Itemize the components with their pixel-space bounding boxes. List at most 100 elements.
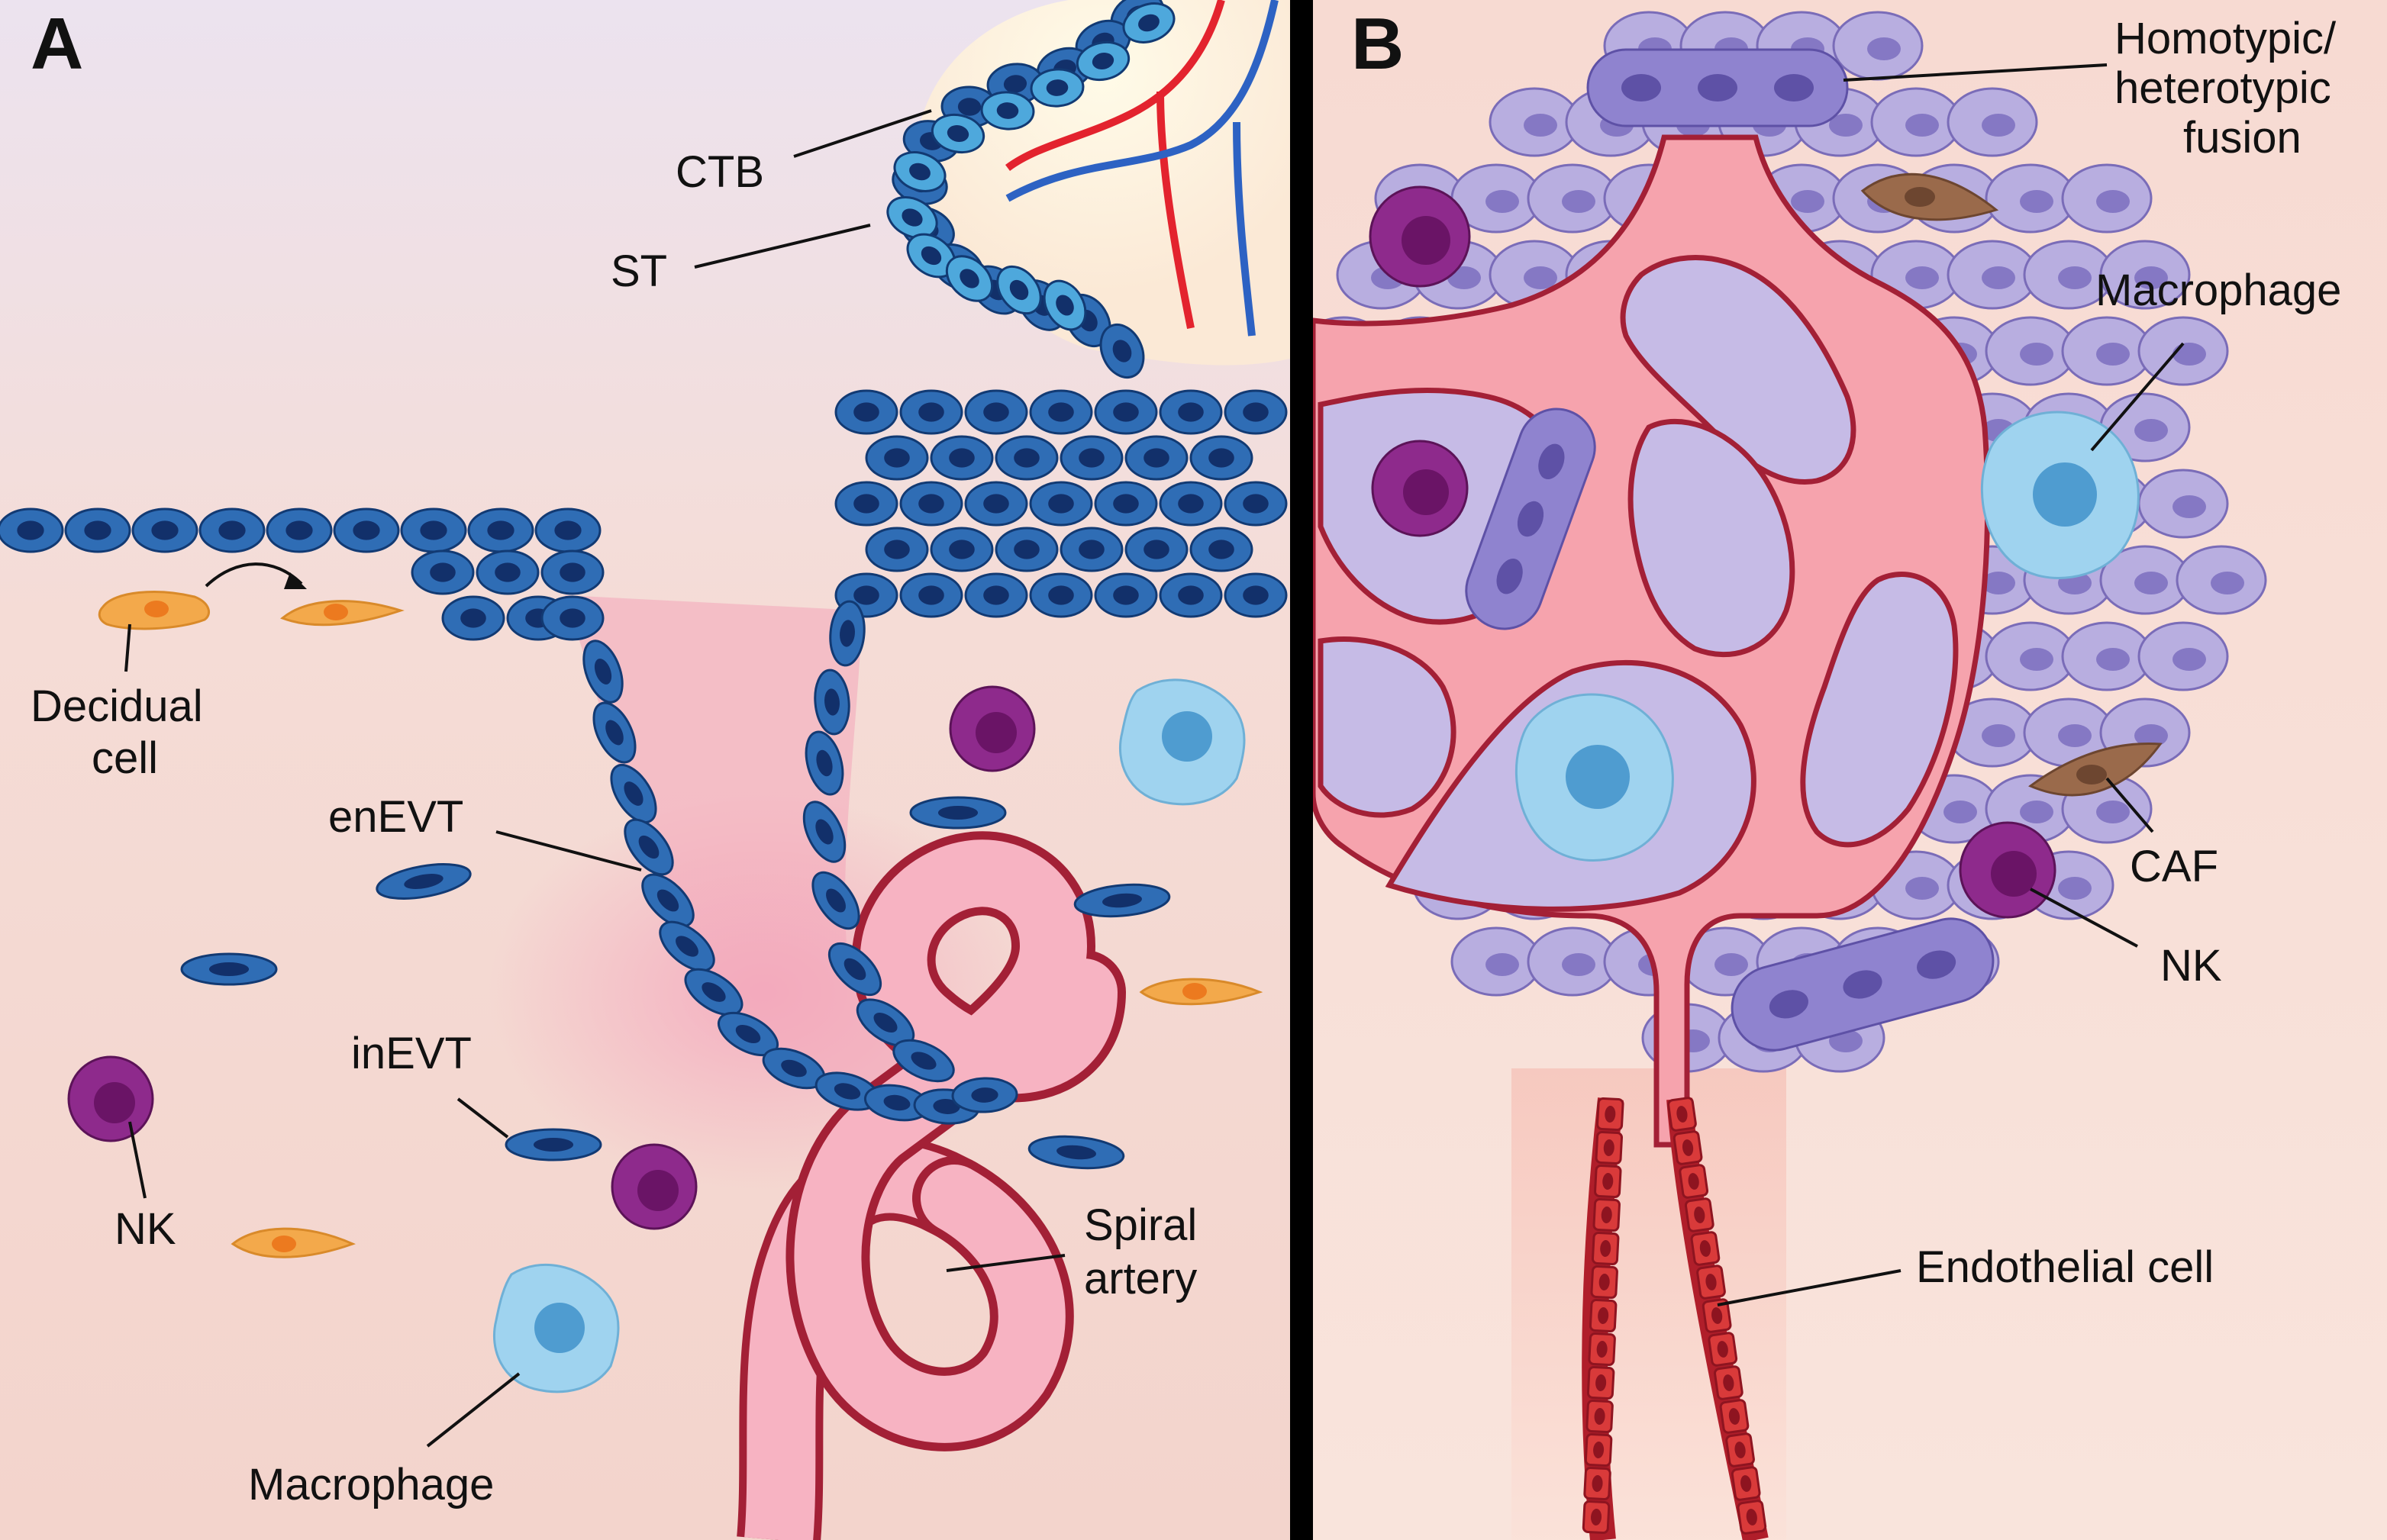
inevt-cell-nucleus — [1056, 1145, 1096, 1160]
tumor-cell — [1985, 316, 2076, 386]
cell-column-cell-nucleus — [430, 562, 456, 582]
inevt-cell — [1073, 883, 1171, 918]
enevt-cell — [811, 871, 860, 930]
enevt-cell — [582, 640, 624, 704]
inevt-cell-nucleus — [208, 962, 250, 976]
nk-nucleus — [637, 1170, 679, 1211]
endothelial-cell — [1592, 1197, 1621, 1232]
endothelial-cell — [1684, 1197, 1714, 1232]
enevt-cell — [951, 1077, 1018, 1113]
endothelial-cell — [1588, 1332, 1616, 1367]
endothelial-cell-nucleus — [1592, 1475, 1603, 1492]
cell-column-cell-nucleus — [853, 585, 879, 605]
enevt-cell-nucleus — [815, 819, 834, 845]
ctb-cell-nucleus — [957, 98, 982, 116]
label-endothelial: Endothelial cell — [1916, 1242, 2214, 1292]
cell-column-cell-nucleus — [1048, 402, 1074, 422]
endothelial-cell-nucleus — [1746, 1509, 1757, 1526]
endothelial-cell-nucleus — [1594, 1408, 1605, 1425]
label-nk-a: NK — [115, 1204, 176, 1254]
enevt-cell-nucleus — [883, 1094, 911, 1111]
cell-column-cell — [1159, 389, 1223, 435]
st-cell-nucleus — [947, 125, 969, 142]
tumor-cell-nucleus — [2172, 648, 2206, 671]
cell-column-cell-nucleus — [918, 402, 944, 422]
tumor-cell-nucleus — [2096, 648, 2130, 671]
macrophage-a-leader — [426, 1372, 521, 1448]
endothelial-cell-nucleus — [1600, 1240, 1611, 1257]
fused-nucleus — [1538, 443, 1565, 480]
cell-column-cell — [1224, 481, 1288, 527]
cell-column-cell-nucleus — [949, 448, 975, 468]
tumor-cell — [1870, 87, 1962, 157]
tumor-cell-nucleus — [1982, 266, 2015, 289]
endothelial-cell-nucleus — [1740, 1475, 1752, 1492]
endovascular-evt-cells — [582, 600, 1018, 1125]
cell-column-cell-nucleus — [1048, 585, 1074, 605]
cell-column-cell-nucleus — [1079, 448, 1105, 468]
cell-column-cell — [1159, 481, 1223, 527]
cell-column-cell — [1029, 572, 1093, 618]
st-cell-nucleus — [1056, 295, 1074, 316]
decidual-nucleus — [324, 604, 348, 620]
tumor-cell-nucleus — [1905, 114, 1939, 137]
st-cell — [945, 255, 994, 302]
cell-column-cell — [899, 389, 963, 435]
endothelial-cells — [1582, 1097, 1767, 1535]
cell-column-cell-nucleus — [460, 608, 486, 628]
endothelial-cell — [1673, 1130, 1703, 1165]
cell-column-cell — [899, 481, 963, 527]
label-fusion-line1: Homotypic/ — [2114, 14, 2337, 63]
endothelial-cell — [1582, 1500, 1611, 1535]
st-cell — [1043, 279, 1087, 331]
cell-column-cell-nucleus — [218, 520, 246, 540]
cell-column-cell — [411, 549, 475, 595]
cell-column-cell-nucleus — [17, 520, 44, 540]
tumor-cell-nucleus — [2134, 572, 2168, 594]
tumor-cell-nucleus — [1982, 724, 2015, 747]
enevt-cell-nucleus — [873, 1013, 898, 1033]
endothelial-cell — [1585, 1399, 1614, 1434]
endothelial-cell-nucleus — [1591, 1509, 1602, 1526]
cell-column-cell — [834, 389, 898, 435]
nk-nucleus — [976, 712, 1017, 753]
ctb-cell — [1099, 323, 1145, 379]
tumor-cell — [2176, 545, 2267, 615]
cell-column-cell — [476, 549, 540, 595]
cell-column-cell — [0, 507, 64, 553]
cell-column-cell — [1189, 435, 1253, 481]
tumor-cell-nucleus — [1905, 877, 1939, 900]
tumor-cell-nucleus — [1562, 953, 1595, 976]
cell-column-cell-nucleus — [1113, 402, 1139, 422]
endothelial-cell — [1725, 1432, 1755, 1468]
macrophage-nucleus — [2033, 462, 2097, 527]
tumor-cell — [2061, 316, 2153, 386]
nk-nucleus — [1991, 851, 2037, 897]
cell-column-cell — [1124, 435, 1189, 481]
tumor-cell — [2023, 240, 2114, 310]
tumor-cell-nucleus — [2134, 266, 2168, 289]
tumor-cell-nucleus — [1714, 953, 1748, 976]
inevt-cell-nucleus — [404, 874, 444, 889]
cell-column-cell-nucleus — [1243, 585, 1269, 605]
cell-column-cell-nucleus — [918, 494, 944, 514]
cell-column-cell — [865, 527, 929, 572]
cell-column-cell-nucleus — [420, 520, 447, 540]
cell-column-cell — [400, 507, 467, 553]
panel-divider — [1290, 0, 1313, 1540]
cell-column-cell — [1060, 527, 1124, 572]
ctb-leader — [793, 109, 932, 158]
inevt-cell — [376, 863, 472, 900]
cell-column-cell-nucleus — [853, 494, 879, 514]
cell-column-cell — [333, 507, 400, 553]
fused-nucleus — [1698, 74, 1737, 101]
cell-column-cell-nucleus — [285, 520, 313, 540]
endothelial-cell — [1696, 1265, 1726, 1300]
st-cell-nucleus — [1009, 279, 1029, 301]
tumor-cell-nucleus — [1791, 190, 1824, 213]
label-decidual-line1: Decidual — [31, 681, 203, 731]
cell-column-cell — [930, 527, 994, 572]
enevt-cell-nucleus — [676, 936, 698, 957]
tumor-cell — [2099, 545, 2191, 615]
fused-nucleus — [1769, 990, 1808, 1019]
